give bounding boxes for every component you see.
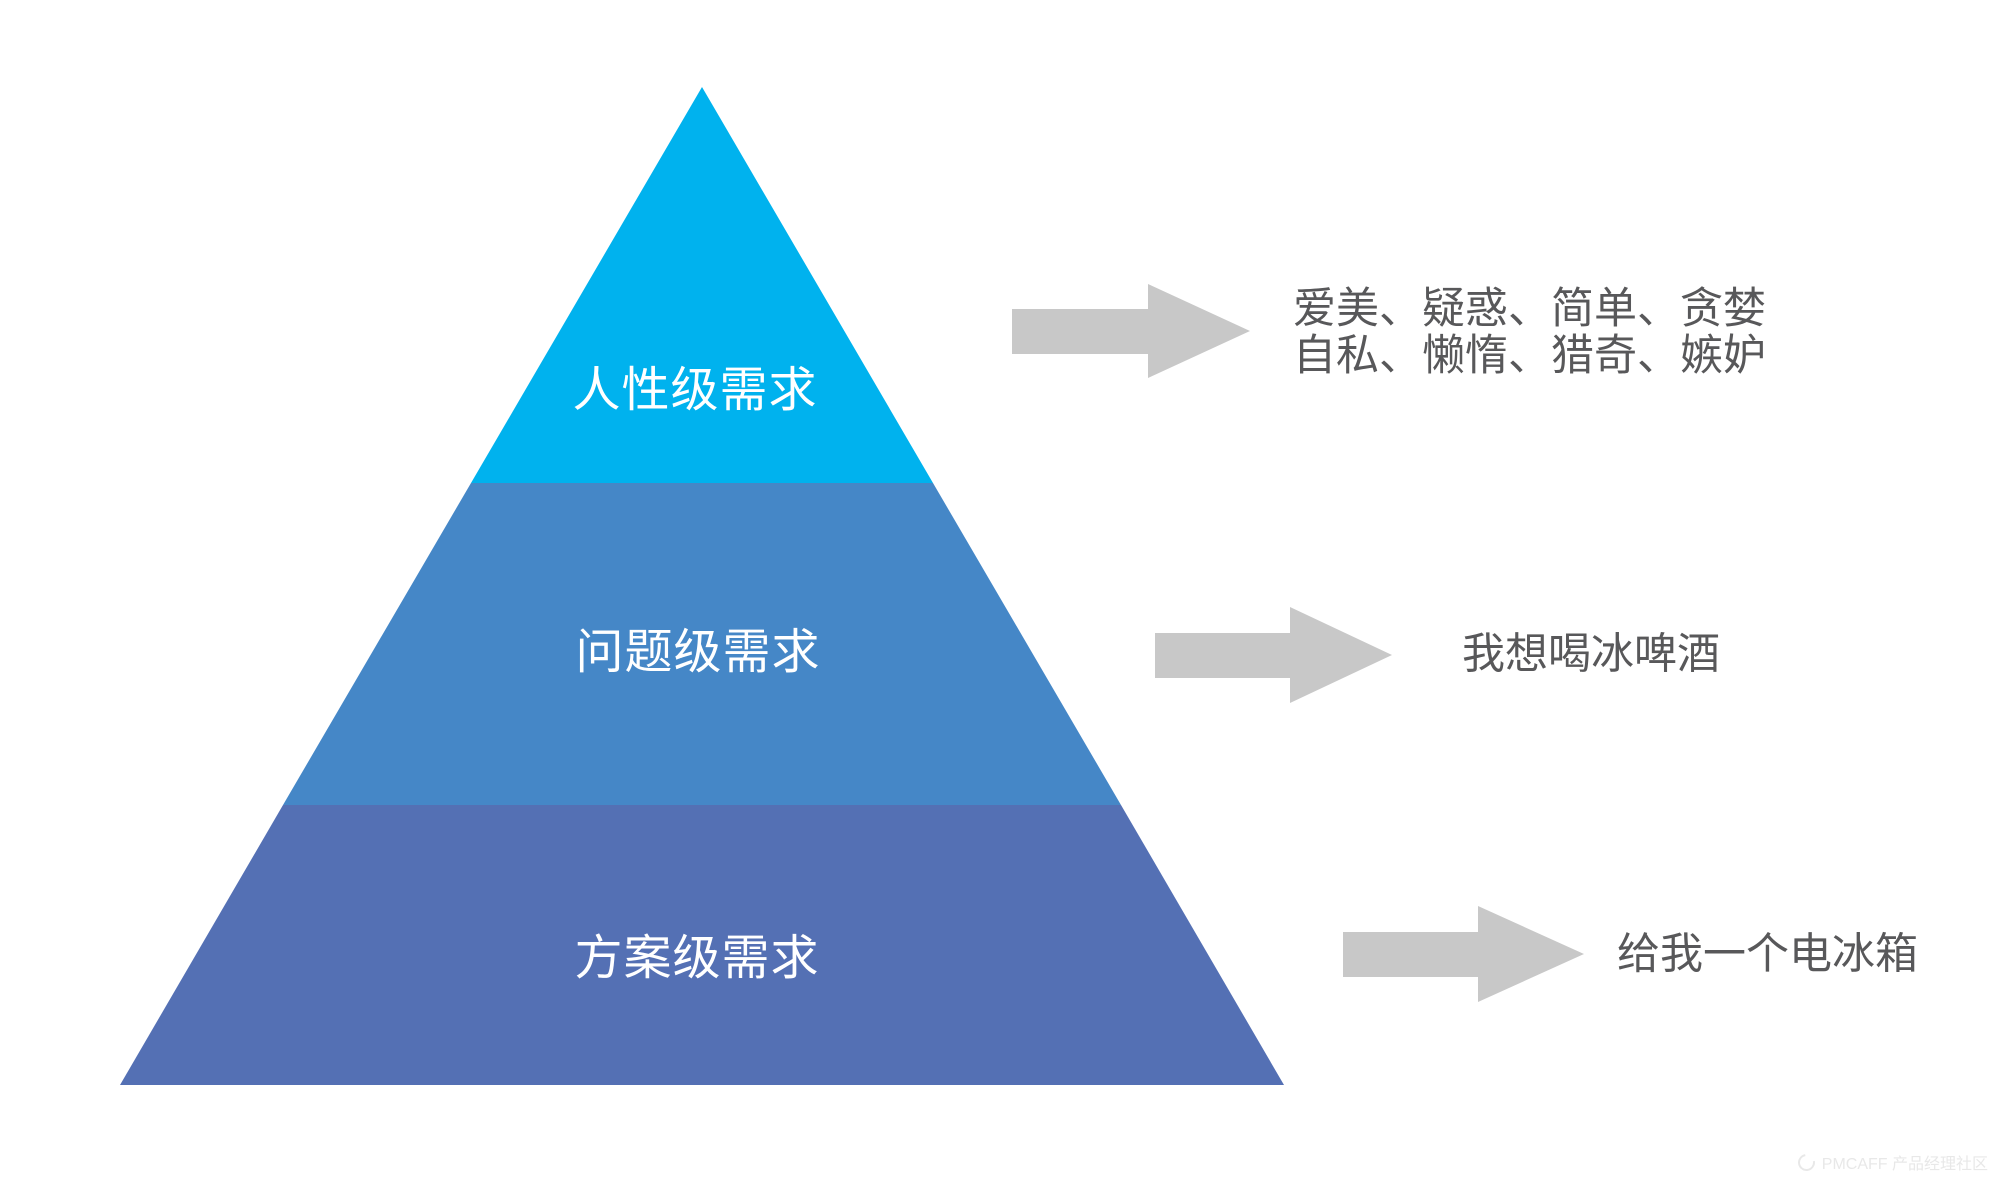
arrow-middle-icon [1155,607,1392,703]
annotation-line: 爱美、疑惑、简单、贪婪 [1293,285,1766,333]
pyramid-middle-band [283,483,1121,805]
pyramid-top-band [471,87,933,483]
pyramid-top-band-label: 人性级需求 [572,364,818,417]
annotation-line: 自私、懒惰、猎奇、嫉妒 [1293,332,1766,380]
annotation-line: 我想喝冰啤酒 [1462,630,1720,679]
pyramid-middle-band-label: 问题级需求 [575,626,821,679]
annotation-human-nature-needs: 爱美、疑惑、简单、贪婪 自私、懒惰、猎奇、嫉妒 [1293,286,1766,380]
watermark: PMCAFF 产品经理社区 [1794,1150,1988,1174]
pyramid-bottom-band [120,805,1284,1085]
watermark-text: PMCAFF 产品经理社区 [1821,1156,1988,1173]
pmcaff-logo-icon [1794,1150,1819,1174]
arrow-bottom-icon [1343,906,1584,1002]
arrow-top-icon [1012,284,1250,378]
pyramid-bottom-band-label: 方案级需求 [574,932,820,985]
annotation-solution-needs: 给我一个电冰箱 [1617,930,1918,979]
annotation-line: 给我一个电冰箱 [1617,930,1918,979]
annotation-problem-needs: 我想喝冰啤酒 [1462,630,1720,679]
